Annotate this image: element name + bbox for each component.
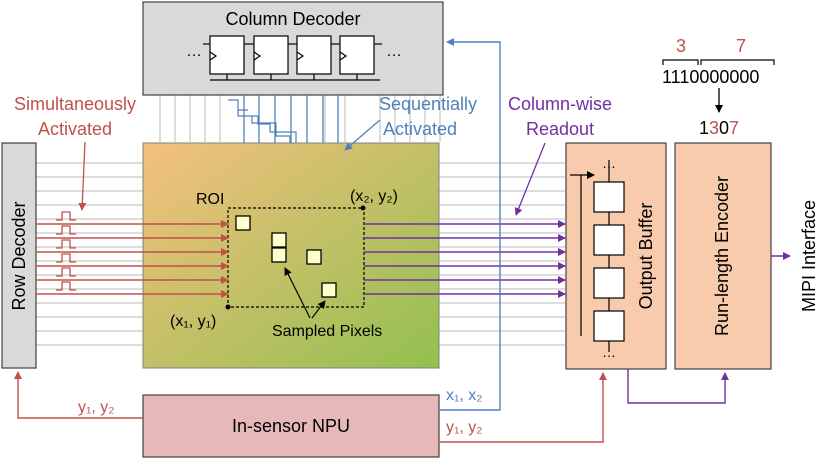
svg-text:Simultaneously: Simultaneously <box>14 94 136 114</box>
column-pulses <box>228 99 312 146</box>
roi-box <box>227 207 365 308</box>
npu-to-row-label: y₁, y₂ <box>78 399 115 416</box>
column-decoder: Column Decoder … … <box>142 1 444 96</box>
output-buffer-label: Output Buffer <box>636 203 656 310</box>
npu-label: In-sensor NPU <box>232 416 350 436</box>
roi-corner-bottom-left: (x₁, y₁) <box>170 313 216 330</box>
readout-arrows <box>364 220 566 298</box>
column-decoder-label: Column Decoder <box>225 9 360 29</box>
mipi-interface-label: MIPI Interface <box>799 200 819 312</box>
output-buffer: … … Output Buffer <box>565 142 667 370</box>
svg-text:Column-wise: Column-wise <box>508 94 612 114</box>
flip-flop-chain <box>203 35 382 81</box>
sampled-pixel-squares <box>235 215 337 298</box>
svg-text:Sequentially: Sequentially <box>379 94 477 114</box>
row-pulses <box>56 211 76 291</box>
rle-label: Run-length Encoder <box>712 176 732 336</box>
ellipsis-left: … <box>186 43 202 60</box>
roi-corner-top-right: (x₂, y₂) <box>350 188 398 205</box>
ellipsis-right: … <box>386 43 402 60</box>
in-sensor-npu: In-sensor NPU <box>142 394 440 458</box>
sampled-pixels-label: Sampled Pixels <box>272 323 382 340</box>
rle-encoded: 1307 <box>699 118 739 138</box>
svg-text:Activated: Activated <box>383 119 457 139</box>
svg-text:Activated: Activated <box>38 119 112 139</box>
rle-bitstream: 1110000000 <box>662 67 759 87</box>
row-decoder: Row Decoder <box>1 142 37 369</box>
sampled-pixels-pointers <box>284 267 326 319</box>
run-length-encoder: Run-length Encoder <box>674 142 772 370</box>
rle-count-3: 3 <box>676 36 686 56</box>
readout-annotation: Column-wise Readout <box>508 94 612 216</box>
npu-to-buffer-arrow <box>439 372 607 443</box>
npu-to-row-decoder-arrow <box>14 371 143 419</box>
rle-count-7: 7 <box>736 36 746 56</box>
buffer-ellipsis-bottom: … <box>602 344 616 360</box>
buffer-ellipsis-top: … <box>602 155 616 171</box>
npu-to-column-decoder-arrow <box>439 38 501 411</box>
svg-text:Readout: Readout <box>526 119 594 139</box>
rle-example: 3 7 1110000000 1307 <box>662 36 775 138</box>
roi-label: ROI <box>196 191 224 208</box>
npu-to-col-label: x₁, x₂ <box>446 387 483 404</box>
buffer-to-rle-arrow <box>627 369 729 404</box>
simultaneous-annotation: Simultaneously Activated <box>14 94 136 211</box>
row-activation-arrows <box>36 220 229 298</box>
row-decoder-label: Row Decoder <box>9 201 29 310</box>
npu-to-buffer-label: y₁, y₂ <box>446 419 483 436</box>
sequential-annotation: Sequentially Activated <box>344 94 477 151</box>
pixel-array: ROI (x₂, y₂) (x₁, y₁) Sampled Pixels <box>142 142 440 369</box>
